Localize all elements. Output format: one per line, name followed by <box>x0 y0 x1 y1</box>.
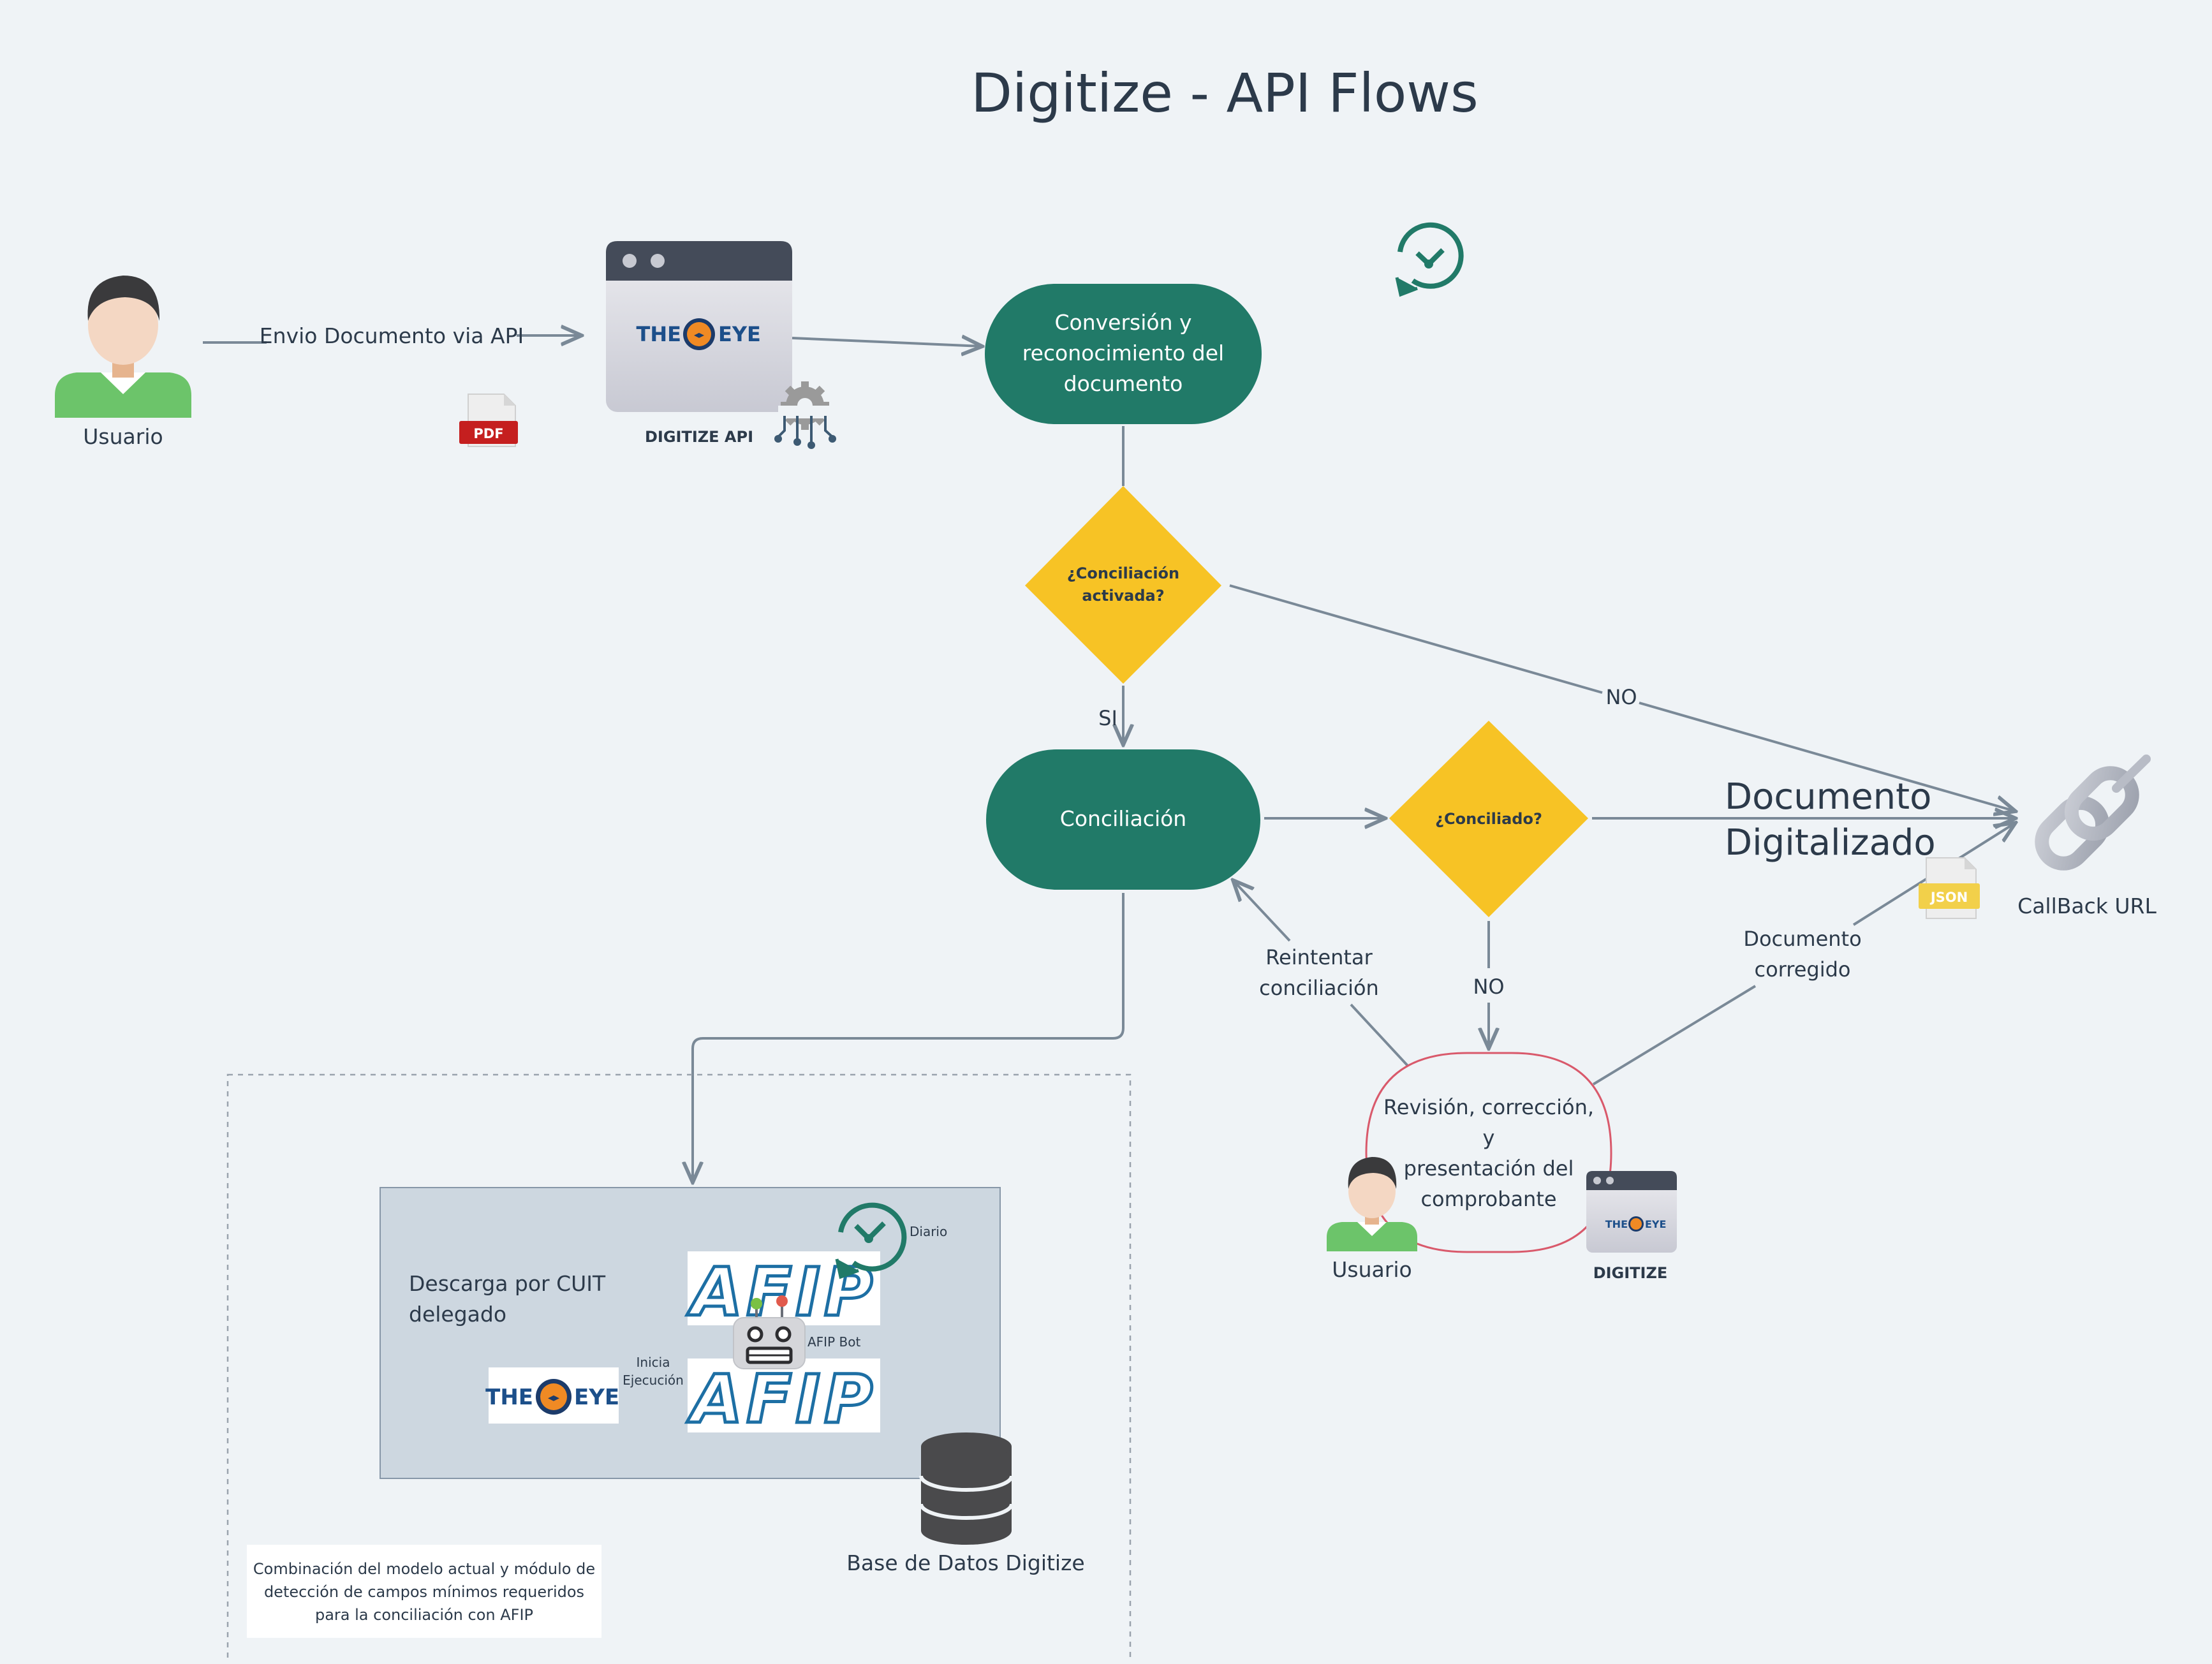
connector-retry-a <box>1350 1003 1410 1068</box>
svg-text:THE: THE <box>1605 1218 1628 1230</box>
svg-text:conciliación: conciliación <box>1259 976 1379 1000</box>
svg-text:JSON: JSON <box>1929 890 1968 905</box>
svg-text:Usuario: Usuario <box>1332 1257 1412 1282</box>
pdf-icon-label: PDF <box>473 426 503 441</box>
svg-text:activada?: activada? <box>1082 587 1164 605</box>
svg-text:Ejecución: Ejecución <box>623 1373 684 1388</box>
svg-text:THE: THE <box>485 1385 533 1410</box>
afip-logo-top: AFIP <box>685 1251 880 1333</box>
svg-text:Reintentar: Reintentar <box>1265 945 1373 969</box>
user-review-avatar-icon <box>1327 1157 1417 1251</box>
svg-text:THE: THE <box>637 322 681 346</box>
the-eye-logo: THE ◂▸ EYE <box>637 318 761 350</box>
svg-text:DIGITIZE: DIGITIZE <box>1593 1264 1668 1282</box>
svg-text:documento: documento <box>1064 371 1183 396</box>
connector-conciliacion-to-afip <box>693 893 1124 1182</box>
callback-link-icon <box>2035 755 2151 871</box>
documento-corregido-label: Documento corregido <box>1743 927 1861 982</box>
no-label-bottom: NO <box>1473 975 1504 999</box>
note-box: Combinación del modelo actual y módulo d… <box>247 1545 601 1638</box>
svg-text:AFIP: AFIP <box>687 1360 876 1438</box>
user-top-label: Usuario <box>83 424 163 449</box>
the-eye-logo-small: THE EYE <box>1605 1216 1666 1232</box>
svg-text:presentación del: presentación del <box>1404 1156 1574 1181</box>
svg-text:EYE: EYE <box>718 322 761 346</box>
afip-bot-icon <box>733 1295 806 1369</box>
pdf-icon: PDF <box>459 394 518 447</box>
connectors <box>203 335 2016 1397</box>
afip-bot-label: AFIP Bot <box>807 1334 860 1350</box>
user-avatar-icon <box>55 276 191 418</box>
svg-text:EYE: EYE <box>574 1385 619 1410</box>
revision-node: Revisión, corrección, y presentación del… <box>1365 1052 1612 1253</box>
connector-corrected-a <box>1592 985 1757 1086</box>
digitize-api-label: DIGITIZE API <box>645 428 753 446</box>
svg-text:EYE: EYE <box>1645 1218 1666 1230</box>
conciliacion-node: Conciliación <box>986 749 1260 890</box>
svg-text:Conciliación: Conciliación <box>1060 806 1186 831</box>
documento-digitalizado-label: Documento Digitalizado <box>1725 776 1936 864</box>
decision-conciliado: ¿Conciliado? <box>1389 721 1588 917</box>
svg-text:Conversión y: Conversión y <box>1054 310 1191 335</box>
svg-text:Combinación del modelo actual: Combinación del modelo actual y módulo d… <box>253 1560 595 1578</box>
svg-text:Descarga por CUIT: Descarga por CUIT <box>409 1271 606 1296</box>
afip-dashed-container <box>226 1073 1132 1664</box>
svg-text:Digitalizado: Digitalizado <box>1725 822 1936 864</box>
decision-conciliacion-activada: ¿Conciliación activada? <box>1025 486 1221 684</box>
send-document-label: Envio Documento via API <box>260 323 524 348</box>
schedule-clock-icon <box>1395 222 1464 297</box>
callback-url-label: CallBack URL <box>2017 894 2157 918</box>
api-gear-icon <box>774 381 836 449</box>
svg-text:Inicia: Inicia <box>637 1355 670 1370</box>
svg-text:Documento: Documento <box>1725 776 1931 818</box>
afip-logo-bottom: AFIP <box>685 1358 880 1440</box>
user-review-node: Usuario <box>1327 1157 1417 1282</box>
svg-text:delegado: delegado <box>409 1302 506 1327</box>
user-top-node: Usuario <box>55 276 191 449</box>
svg-text:comprobante: comprobante <box>1420 1187 1556 1211</box>
conversion-node: Conversión y reconocimiento del document… <box>985 284 1262 424</box>
daily-label: Diario <box>910 1224 947 1239</box>
json-icon: JSON <box>1919 857 1980 919</box>
digitize-app-node: THE EYE DIGITIZE <box>1586 1171 1677 1282</box>
no-label-top: NO <box>1605 685 1637 709</box>
svg-text:Documento: Documento <box>1743 927 1861 951</box>
reintentar-label: Reintentar conciliación <box>1259 945 1379 1000</box>
the-eye-logo-afip: THE ◂▸ EYE <box>485 1379 619 1415</box>
svg-text:◂▸: ◂▸ <box>548 1391 559 1404</box>
database-icon <box>919 1432 1014 1545</box>
page-title: Digitize - API Flows <box>971 62 1478 124</box>
afip-download-box: Descarga por CUIT delegado THE ◂▸ EYE In… <box>380 1187 1001 1479</box>
svg-text:corregido: corregido <box>1755 957 1851 982</box>
connector-api-to-conversion <box>792 338 982 346</box>
connector-decision-no-b <box>1639 702 2016 811</box>
svg-text:y: y <box>1483 1126 1495 1150</box>
connector-retry-b <box>1233 880 1291 942</box>
digitize-api-node: THE ◂▸ EYE DIGITIZE API <box>606 241 792 446</box>
svg-text:reconocimiento del: reconocimiento del <box>1022 341 1224 365</box>
svg-text:Revisión, corrección,: Revisión, corrección, <box>1383 1095 1594 1119</box>
svg-text:¿Conciliación: ¿Conciliación <box>1067 564 1179 582</box>
si-label: SI <box>1098 706 1117 730</box>
svg-text:para la conciliación con AFIP: para la conciliación con AFIP <box>315 1606 533 1624</box>
svg-text:detección de campos mínimos re: detección de campos mínimos requeridos <box>264 1583 584 1601</box>
connector-decision-no-a <box>1229 584 1603 694</box>
svg-text:¿Conciliado?: ¿Conciliado? <box>1435 810 1542 828</box>
database-label: Base de Datos Digitize <box>846 1550 1084 1575</box>
daily-clock-icon <box>835 1202 907 1279</box>
svg-text:◂▸: ◂▸ <box>694 328 704 341</box>
